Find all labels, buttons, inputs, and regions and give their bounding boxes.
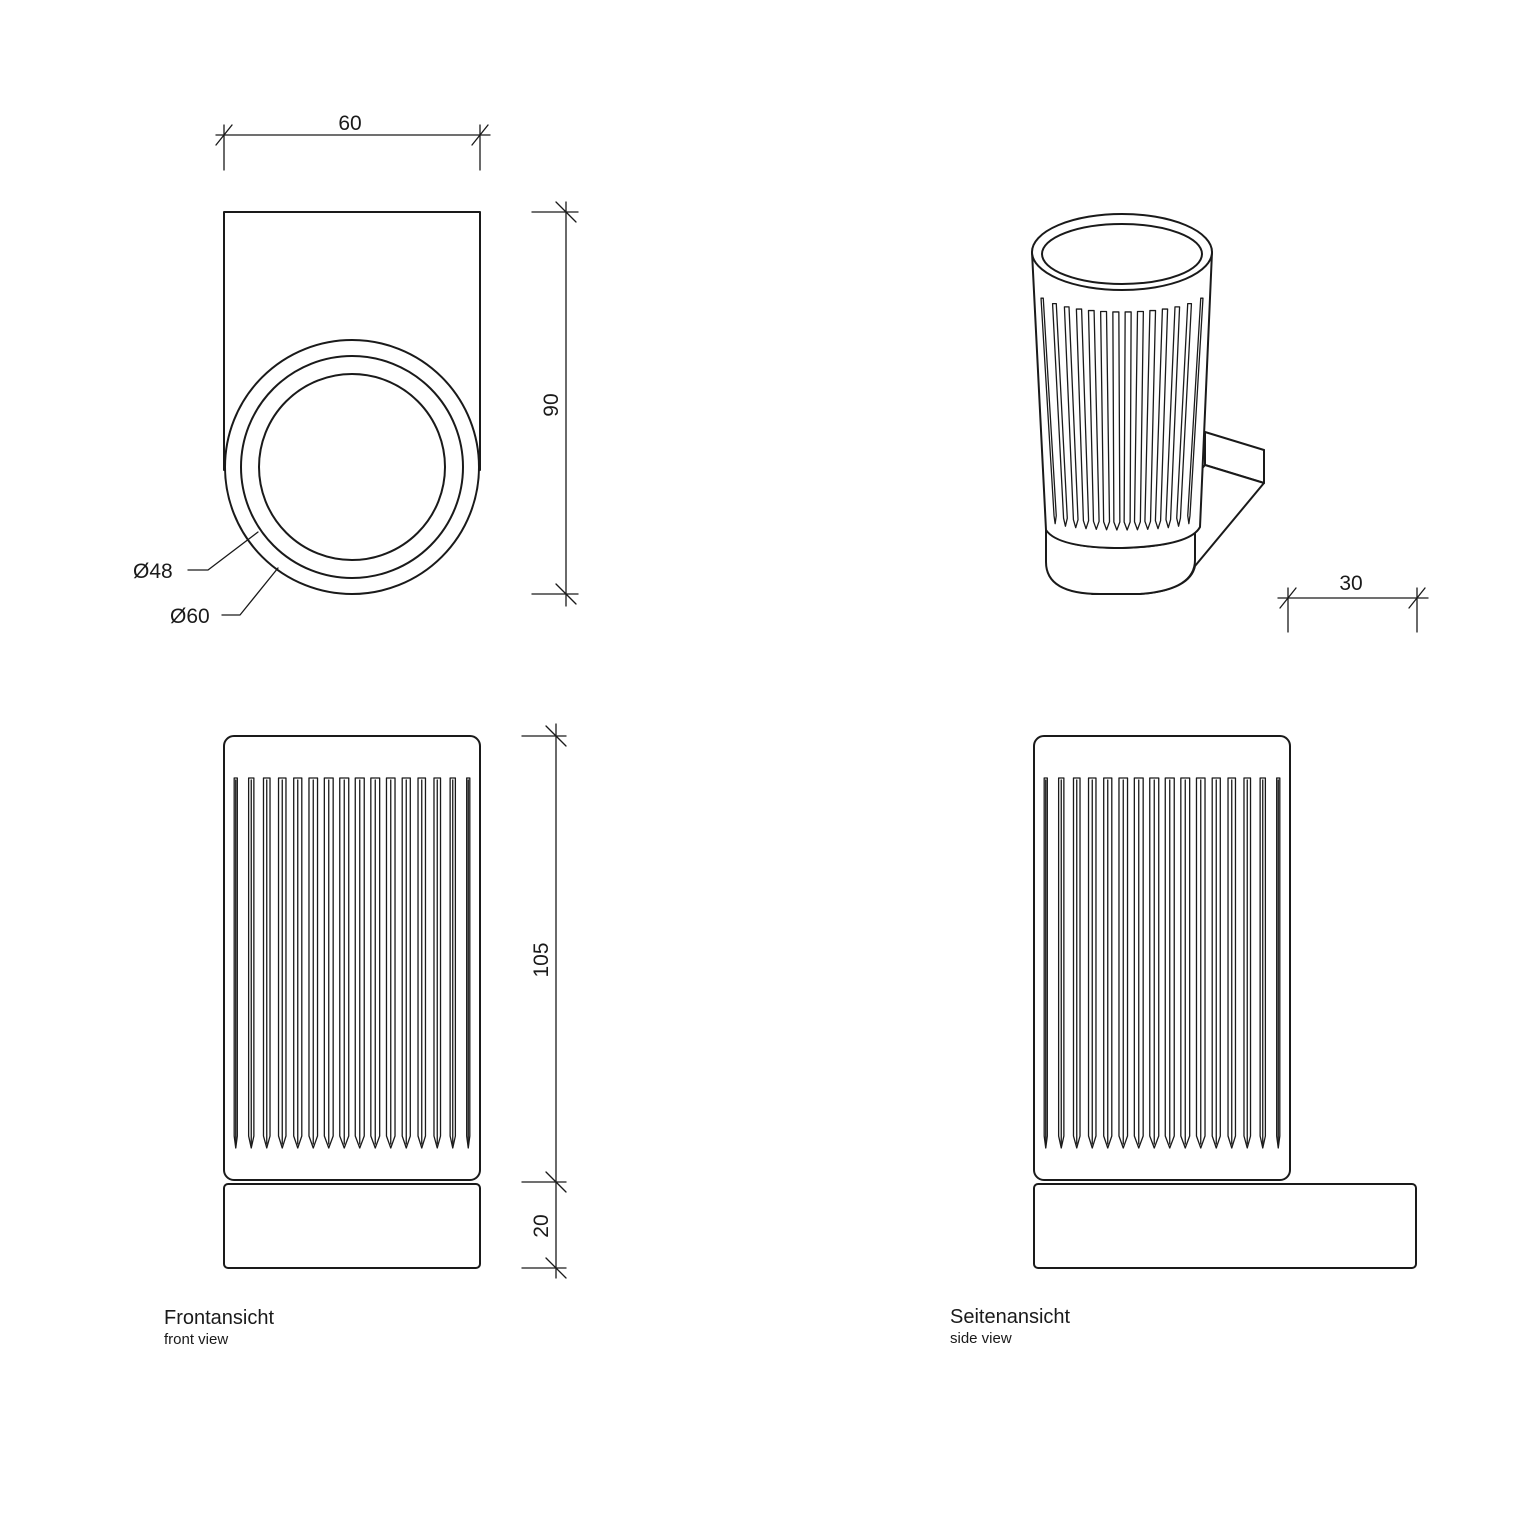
flute	[262, 777, 271, 1149]
flute	[1195, 777, 1206, 1149]
flute	[1043, 777, 1048, 1149]
iso-flute	[1187, 297, 1204, 525]
front-cup-body	[223, 735, 481, 1181]
iso-flute	[1087, 309, 1100, 530]
iso-flute	[1040, 297, 1057, 525]
flute	[1243, 777, 1252, 1149]
front-view: 105 20	[223, 723, 567, 1279]
flute	[1164, 777, 1175, 1149]
caption-side-english: side view	[950, 1330, 1012, 1347]
front-base	[223, 1183, 481, 1269]
dimension-label-diameter-inner: Ø48	[133, 560, 173, 583]
iso-cup-opening	[1041, 223, 1203, 285]
dimension-top-height: 90	[531, 201, 579, 607]
iso-flute	[1165, 306, 1181, 529]
flute	[449, 777, 457, 1149]
flute	[385, 777, 396, 1149]
iso-flute	[1063, 306, 1079, 529]
top-view: 60 90 Ø48 Ø60	[133, 112, 579, 628]
flute	[308, 777, 319, 1149]
dimension-label-top-height: 90	[540, 393, 563, 416]
dimension-label-wall-projection: 30	[1339, 572, 1362, 595]
flute	[1211, 777, 1221, 1149]
iso-flutes	[1040, 297, 1204, 531]
side-cup-body	[1033, 735, 1291, 1181]
caption-side: Seitenansicht side view	[950, 1305, 1070, 1349]
flute	[1133, 777, 1144, 1149]
side-view	[1033, 735, 1417, 1269]
top-view-middle-rim	[240, 355, 464, 579]
leader-diameter-outer: Ø60	[170, 567, 279, 628]
dimension-label-cup-height: 105	[530, 942, 553, 977]
flute	[354, 777, 365, 1149]
flute	[401, 777, 411, 1149]
iso-flute	[1051, 302, 1068, 527]
iso-flute	[1099, 310, 1111, 531]
flute	[1276, 777, 1281, 1149]
iso-flute	[1154, 308, 1169, 530]
iso-flute	[1144, 309, 1157, 530]
flute	[1259, 777, 1267, 1149]
iso-flute	[1075, 308, 1090, 530]
flute	[293, 777, 303, 1149]
iso-flute	[1123, 311, 1132, 531]
flute	[1118, 777, 1129, 1149]
flute	[1087, 777, 1097, 1149]
flute	[433, 777, 442, 1149]
dimension-base-height: 20	[521, 1214, 567, 1279]
flute	[1103, 777, 1113, 1149]
front-flutes	[233, 777, 471, 1149]
flute	[1227, 777, 1237, 1149]
iso-flute	[1112, 311, 1121, 531]
flute	[1180, 777, 1191, 1149]
isometric-view: 30	[1031, 213, 1429, 633]
caption-front-german: Frontansicht	[164, 1307, 275, 1329]
flute	[247, 777, 255, 1149]
top-view-outer-rim	[224, 339, 480, 595]
flute	[277, 777, 287, 1149]
caption-front-english: front view	[164, 1331, 229, 1348]
dimension-top-width: 60	[215, 112, 491, 171]
leader-diameter-inner: Ø48	[133, 531, 259, 583]
dimension-cup-height: 105	[521, 723, 567, 1279]
flute	[339, 777, 350, 1149]
side-flutes	[1043, 777, 1281, 1149]
flute	[323, 777, 334, 1149]
flute	[370, 777, 381, 1149]
flute	[1149, 777, 1160, 1149]
caption-side-german: Seitenansicht	[950, 1306, 1071, 1328]
flute	[466, 777, 471, 1149]
dimension-label-base-height: 20	[530, 1214, 553, 1237]
dimension-label-top-width: 60	[338, 112, 361, 135]
iso-cup-body	[1031, 251, 1213, 549]
top-view-inner-bore	[258, 373, 446, 561]
side-bracket	[1033, 1183, 1417, 1269]
flute	[1072, 777, 1081, 1149]
flute	[1057, 777, 1065, 1149]
caption-front: Frontansicht front view	[164, 1306, 274, 1350]
dimension-wall-projection: 30	[1277, 572, 1429, 633]
flute	[417, 777, 427, 1149]
iso-flute	[1176, 302, 1193, 527]
flute	[233, 777, 238, 1149]
iso-flute	[1133, 310, 1145, 531]
dimension-label-diameter-outer: Ø60	[170, 605, 210, 628]
iso-cup-rim	[1031, 213, 1213, 291]
